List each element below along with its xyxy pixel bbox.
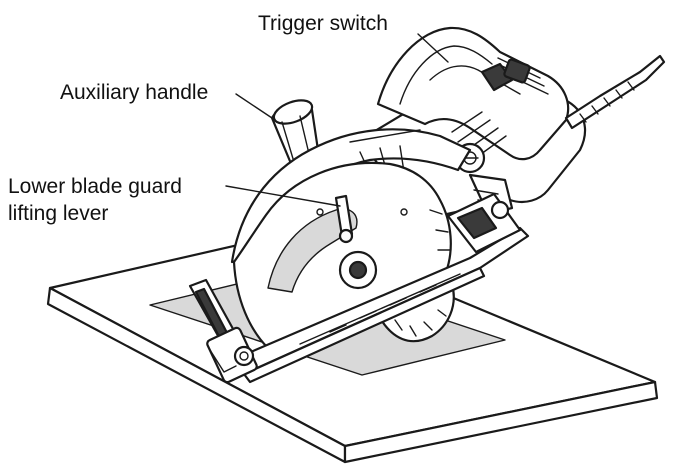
lower-blade-guard: [232, 161, 452, 350]
auxiliary-handle-leader: [235, 93, 273, 119]
base-plate: [188, 192, 530, 384]
trigger-switch-leader: [417, 33, 449, 63]
label-auxiliary-handle: Auxiliary handle: [60, 81, 208, 104]
label-trigger-switch: Trigger switch: [258, 12, 388, 35]
label-lower-guard-line1: Lower blade guard: [8, 175, 182, 198]
leader-lines: [225, 33, 449, 207]
label-lower-guard-line2: lifting lever: [8, 202, 108, 225]
lifting-lever-leader: [225, 185, 341, 207]
